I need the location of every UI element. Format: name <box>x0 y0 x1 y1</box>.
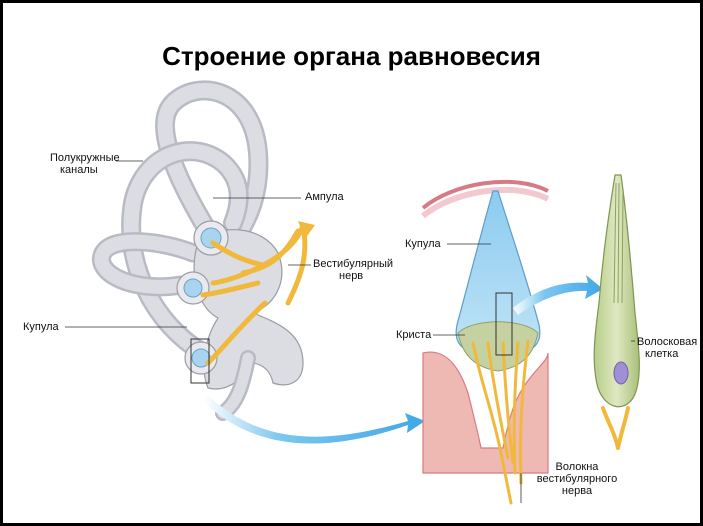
label-vestibular-nerve-line1: Вестибулярный <box>313 258 393 270</box>
label-hair-cell-line2: клетка <box>637 348 700 360</box>
label-cupula-mid: Купула <box>405 238 441 250</box>
label-hair-cell: Волосковая клетка <box>637 336 700 360</box>
label-semicircular-canals-line1: Полукружные <box>50 152 114 164</box>
label-semicircular-canals-line2: каналы <box>50 164 114 176</box>
label-crista: Криста <box>396 329 431 341</box>
label-cupula-left: Купула <box>23 321 59 333</box>
label-nerve-fibers-line3: нерва <box>529 485 625 497</box>
label-ampulla: Ампула <box>305 191 344 203</box>
hair-cell-nucleus <box>614 362 628 384</box>
ampulla-mid <box>177 272 209 304</box>
label-vestibular-nerve-line2: нерв <box>313 270 393 282</box>
hair-cell-drawing <box>594 175 639 448</box>
crista-base <box>423 352 548 473</box>
label-vestibular-nerve: Вестибулярный нерв <box>313 258 393 282</box>
hair-cell-nerve <box>603 408 628 448</box>
label-nerve-fibers-line1: Волокна <box>529 461 625 473</box>
label-nerve-fibers: Волокна вестибулярного нерва <box>529 461 625 497</box>
semicircular-canals-drawing <box>101 90 315 413</box>
label-hair-cell-line1: Волосковая <box>637 336 700 348</box>
label-semicircular-canals: Полукружные каналы <box>50 152 114 176</box>
crista-drawing <box>423 182 548 503</box>
label-nerve-fibers-line2: вестибулярного <box>529 473 625 485</box>
